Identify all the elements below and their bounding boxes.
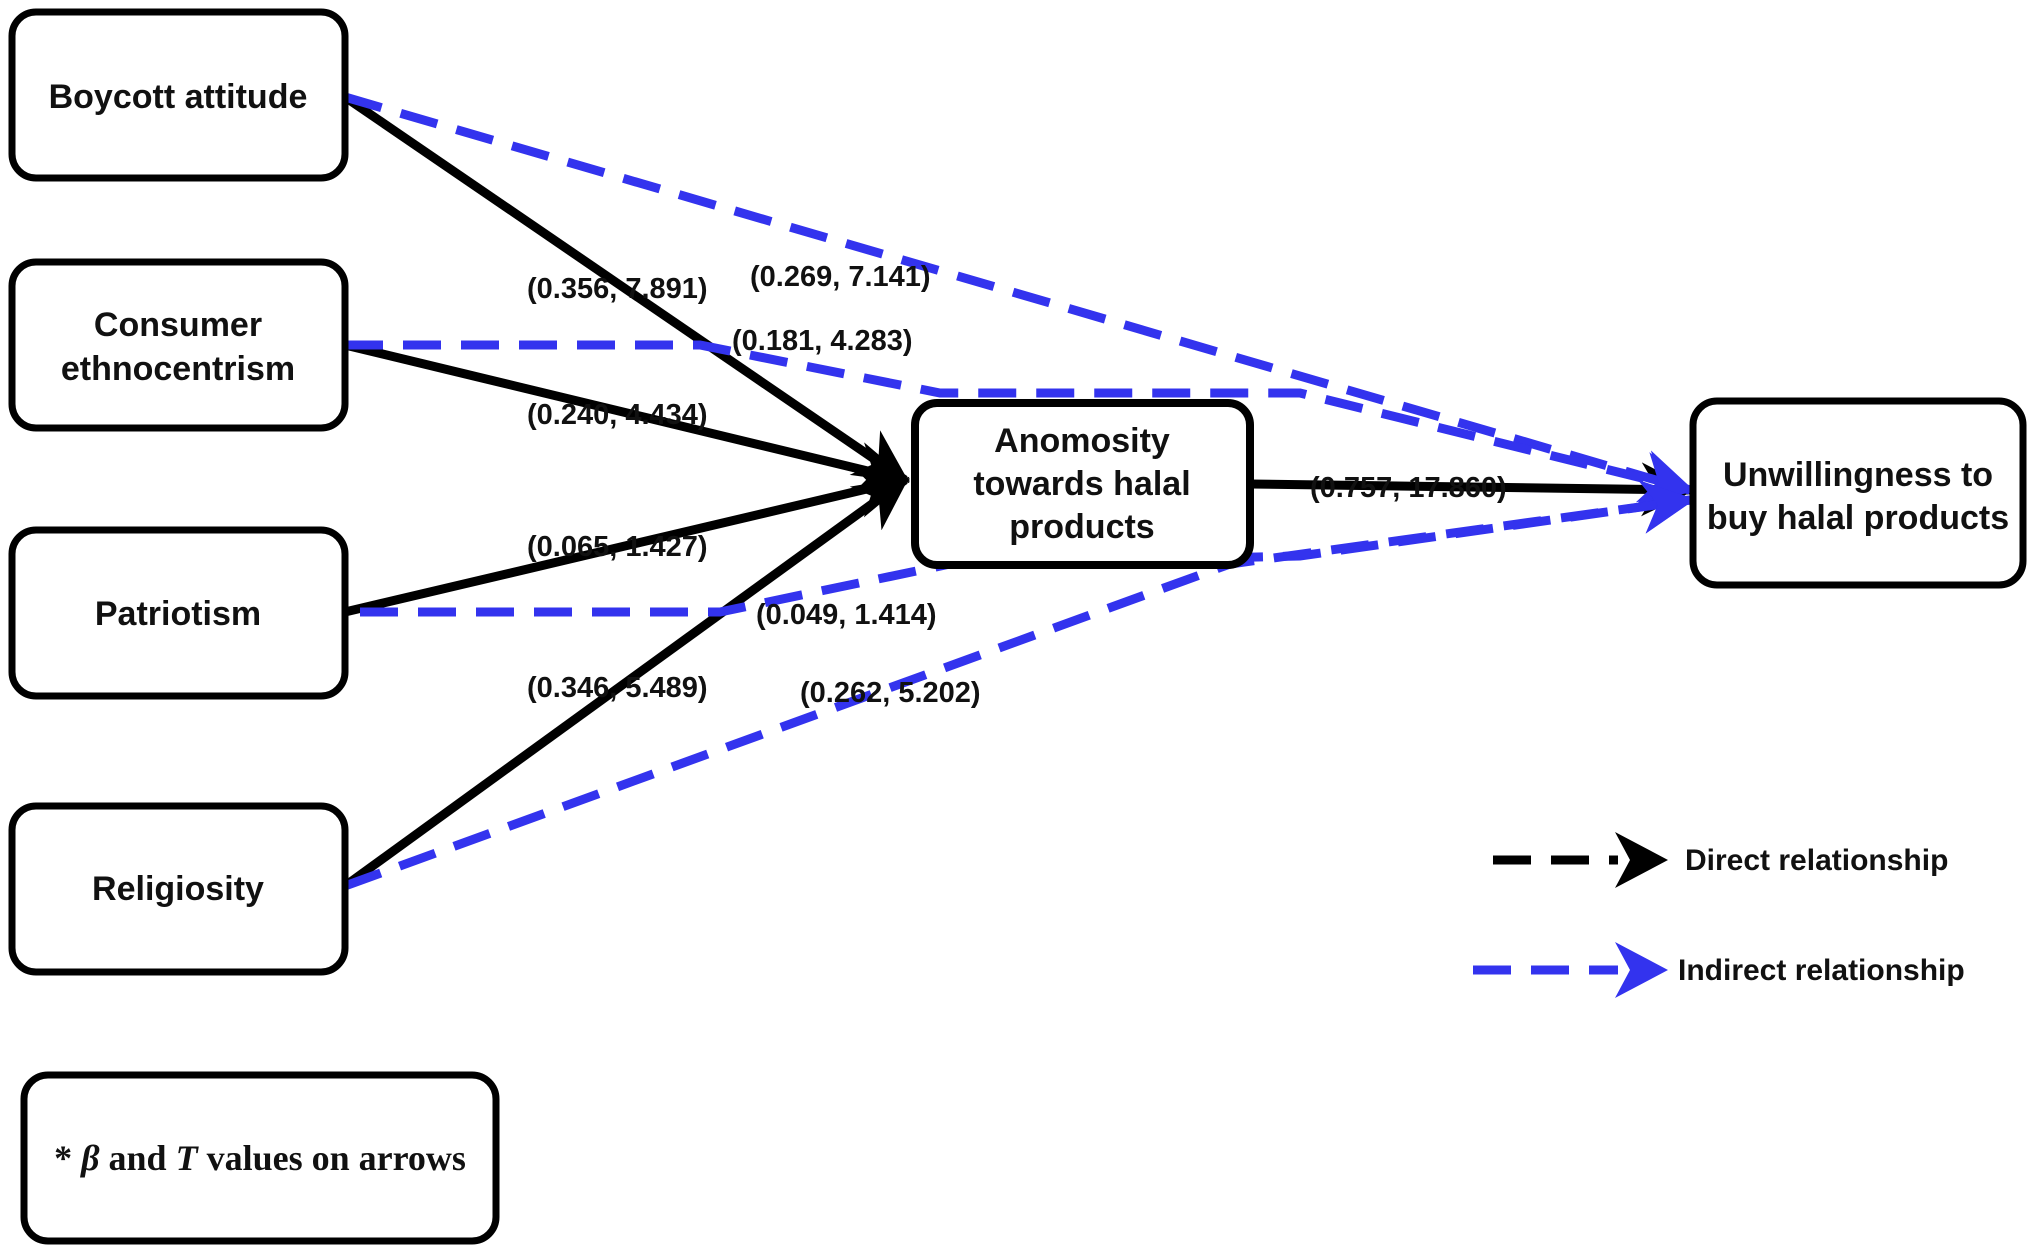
arrow-religiosity-to-anomosity [342, 476, 910, 890]
legend-indirect: Indirect relationship [1473, 942, 1965, 998]
legend-direct: Direct relationship [1493, 832, 1948, 888]
node-label-line1: Anomosity [994, 422, 1170, 460]
indirect-arrow-ethnocentrism [345, 340, 1696, 505]
label-religiosity-unwillingness: (0.262, 5.202) [800, 677, 981, 709]
node-consumer-ethnocentrism: Consumer ethnocentrism [8, 258, 349, 432]
node-religiosity: Religiosity [8, 802, 349, 976]
node-label-line2: towards halal [973, 465, 1190, 503]
indirect-arrow-boycott [343, 92, 1696, 503]
legend-indirect-label: Indirect relationship [1678, 954, 1965, 987]
node-unwillingness: Unwillingness to buy halal products [1689, 397, 2027, 589]
label-patriotism-anomosity: (0.065, 1.427) [527, 531, 708, 563]
node-label-line1: Unwillingness to [1723, 456, 1993, 494]
label-anomosity-unwillingness: (0.757, 17.860) [1310, 472, 1507, 504]
node-label: Patriotism [95, 595, 261, 633]
label-patriotism-unwillingness: (0.049, 1.414) [756, 599, 937, 631]
node-label-line1: Consumer [94, 306, 262, 344]
node-label-line2: buy halal products [1707, 499, 2009, 537]
label-boycott-unwillingness: (0.269, 7.141) [750, 261, 931, 293]
node-label-line2: ethnocentrism [61, 350, 295, 388]
note-prefix: * [54, 1138, 81, 1178]
node-label: Religiosity [92, 870, 264, 908]
arrow-anomosity-to-unwillingness [1249, 462, 1696, 517]
label-religiosity-anomosity: (0.346, 5.489) [527, 672, 708, 704]
legend-direct-arrowhead-icon [1615, 832, 1668, 888]
note-text: * β and T values on arrows [54, 1138, 466, 1178]
note-box: * β and T values on arrows [20, 1071, 500, 1245]
label-ethnocentrism-anomosity: (0.240, 4.434) [527, 399, 708, 431]
arrow-boycott-to-anomosity [342, 93, 910, 484]
label-boycott-anomosity: (0.356, 7.891) [527, 273, 708, 305]
legend-direct-label: Direct relationship [1685, 844, 1948, 877]
node-boycott-attitude: Boycott attitude [8, 8, 349, 182]
node-label-line3: products [1009, 508, 1154, 546]
arrow-patriotism-to-anomosity [343, 464, 911, 617]
node-label: Boycott attitude [49, 78, 308, 116]
label-ethnocentrism-unwillingness: (0.181, 4.283) [732, 325, 913, 357]
node-patriotism: Patriotism [8, 526, 349, 700]
direct-arrows [342, 93, 1696, 890]
legend-indirect-arrowhead-icon [1615, 942, 1668, 998]
node-anomosity: Anomosity towards halal products [911, 399, 1254, 569]
legend: Direct relationship Indirect relationshi… [1473, 832, 1965, 998]
note-beta: β [79, 1138, 100, 1178]
arrow-ethnocentrism-to-anomosity [343, 340, 911, 495]
edge-labels: (0.356, 7.891) (0.240, 4.434) (0.065, 1.… [527, 261, 1507, 709]
note-suffix: values on arrows [198, 1138, 466, 1178]
note-and: and [100, 1138, 176, 1178]
note-t: T [176, 1138, 200, 1178]
